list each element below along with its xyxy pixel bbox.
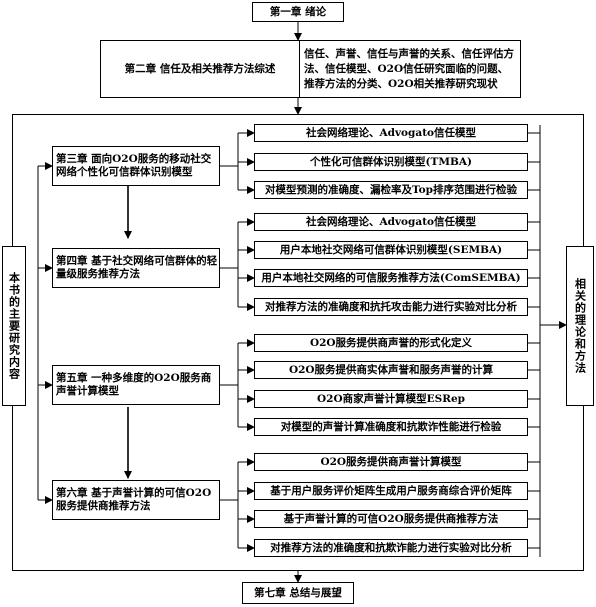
chapter-6-item-3: 基于声誉计算的可信O2O服务提供商推荐方法 xyxy=(254,510,528,528)
chapter-4-item-2: 用户本地社交网络可信群体识别模型(SEMBA) xyxy=(254,241,528,259)
chapter-3-item-3: 对模型预测的准确度、漏检率及Top排序范围进行检验 xyxy=(254,181,528,199)
chapter-5-item-1: O2O服务提供商声誉的形式化定义 xyxy=(254,334,528,352)
chapter-5-item-2: O2O服务提供商实体声誉和服务声誉的计算 xyxy=(254,361,528,379)
chapter-6-box: 第六章 基于声誉计算的可信O2O服务提供商推荐方法 xyxy=(52,480,220,520)
chapter-5-title: 第五章 一种多维度的O2O服务商声誉计算模型 xyxy=(56,372,212,397)
chapter-1-box: 第一章 绪论 xyxy=(252,2,344,22)
chapter-2-title: 第二章 信任及相关推荐方法综述 xyxy=(124,62,276,75)
chapter-7-box: 第七章 总结与展望 xyxy=(242,582,354,604)
chapter-6-item-2: 基于用户服务评价矩阵生成用户服务商综合评价矩阵 xyxy=(254,482,528,500)
chapter-6-item-4: 对推荐方法的准确度和抗欺诈能力进行实验对比分析 xyxy=(254,539,528,557)
chapter-4-item-1: 社会网络理论、Advogato信任模型 xyxy=(254,213,528,231)
left-label-box: 本书的主要研究内容 xyxy=(2,246,26,406)
chapter-4-item-3: 用户本地社交网络的可信服务推荐方法(ComSEMBA) xyxy=(254,269,528,287)
chapter-3-box: 第三章 面向O2O服务的移动社交网络个性化可信群体识别模型 xyxy=(52,146,220,186)
chapter-2-box: 第二章 信任及相关推荐方法综述 xyxy=(100,40,300,98)
chapter-6-item-1: O2O服务提供商声誉计算模型 xyxy=(254,453,528,471)
chapter-2-detail-text: 信任、声誉、信任与声誉的关系、信任评估方法、信任模型、O2O信任研究面临的问题、… xyxy=(304,47,514,90)
chapter-5-item-3: O2O商家声誉计算模型ESRep xyxy=(254,390,528,408)
chapter-4-item-4: 对推荐方法的准确度和抗托攻击能力进行实验对比分析 xyxy=(254,298,528,316)
chapter-5-item-4: 对模型的声誉计算准确度和抗欺诈性能进行检验 xyxy=(254,418,528,436)
chapter-3-title: 第三章 面向O2O服务的移动社交网络个性化可信群体识别模型 xyxy=(56,153,212,178)
chapter-7-title: 第七章 总结与展望 xyxy=(254,586,342,599)
chapter-4-title: 第四章 基于社交网络可信群体的轻量级服务推荐方法 xyxy=(56,255,218,280)
chapter-5-box: 第五章 一种多维度的O2O服务商声誉计算模型 xyxy=(52,365,220,405)
chapter-3-item-1: 社会网络理论、Advogato信任模型 xyxy=(254,124,528,142)
chapter-1-title: 第一章 绪论 xyxy=(269,5,327,18)
chapter-6-title: 第六章 基于声誉计算的可信O2O服务提供商推荐方法 xyxy=(56,487,212,512)
right-label-box: 相关的理论和方法 xyxy=(566,246,594,406)
chapter-4-box: 第四章 基于社交网络可信群体的轻量级服务推荐方法 xyxy=(52,248,220,288)
left-label-text: 本书的主要研究内容 xyxy=(7,272,21,380)
chapter-2-detail: 信任、声誉、信任与声誉的关系、信任评估方法、信任模型、O2O信任研究面临的问题、… xyxy=(299,40,521,98)
right-label-text: 相关的理论和方法 xyxy=(573,278,587,374)
chapter-3-item-2: 个性化可信群体识别模型(TMBA) xyxy=(254,153,528,171)
